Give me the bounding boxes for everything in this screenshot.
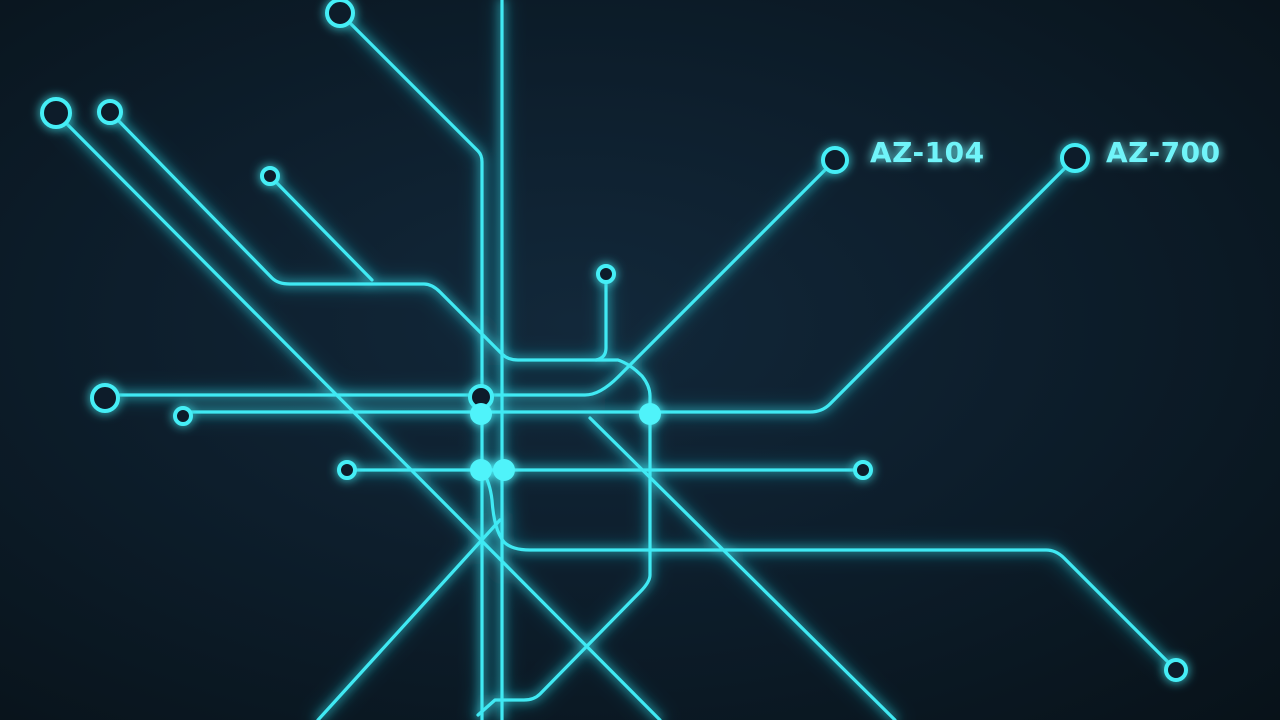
station-az104[interactable] <box>821 146 849 174</box>
station-northwest-1[interactable] <box>40 97 72 129</box>
station-labels: AZ-104 AZ-700 <box>870 136 1221 169</box>
top-branch-line <box>338 11 484 720</box>
south-west-line <box>316 518 502 720</box>
az700-line <box>181 156 1077 414</box>
interchange-central[interactable] <box>470 403 492 425</box>
short-spur-line <box>268 174 374 282</box>
diagonal-left-line <box>54 111 662 720</box>
station-spur[interactable] <box>260 166 280 186</box>
az104-line <box>103 158 837 397</box>
station-top[interactable] <box>325 0 355 28</box>
interchange-south-1[interactable] <box>470 459 492 481</box>
metro-lines <box>54 0 1178 720</box>
label-az104: AZ-104 <box>870 136 985 169</box>
interchange-east[interactable] <box>639 403 661 425</box>
diagonal-right-line <box>588 416 897 720</box>
label-az700: AZ-700 <box>1106 136 1221 169</box>
station-north[interactable] <box>596 264 616 284</box>
north-spur-line <box>594 272 608 362</box>
station-east[interactable] <box>853 460 873 480</box>
south-east-line <box>480 468 1178 672</box>
station-az700[interactable] <box>1060 143 1090 173</box>
interchange-south-2[interactable] <box>493 459 515 481</box>
station-west-3[interactable] <box>337 460 357 480</box>
terminal-stations <box>40 0 1188 682</box>
station-southeast[interactable] <box>1164 658 1188 682</box>
interchange-stations <box>468 384 661 481</box>
station-west-2[interactable] <box>173 406 193 426</box>
station-northwest-2[interactable] <box>97 99 123 125</box>
station-west-1[interactable] <box>90 383 120 413</box>
